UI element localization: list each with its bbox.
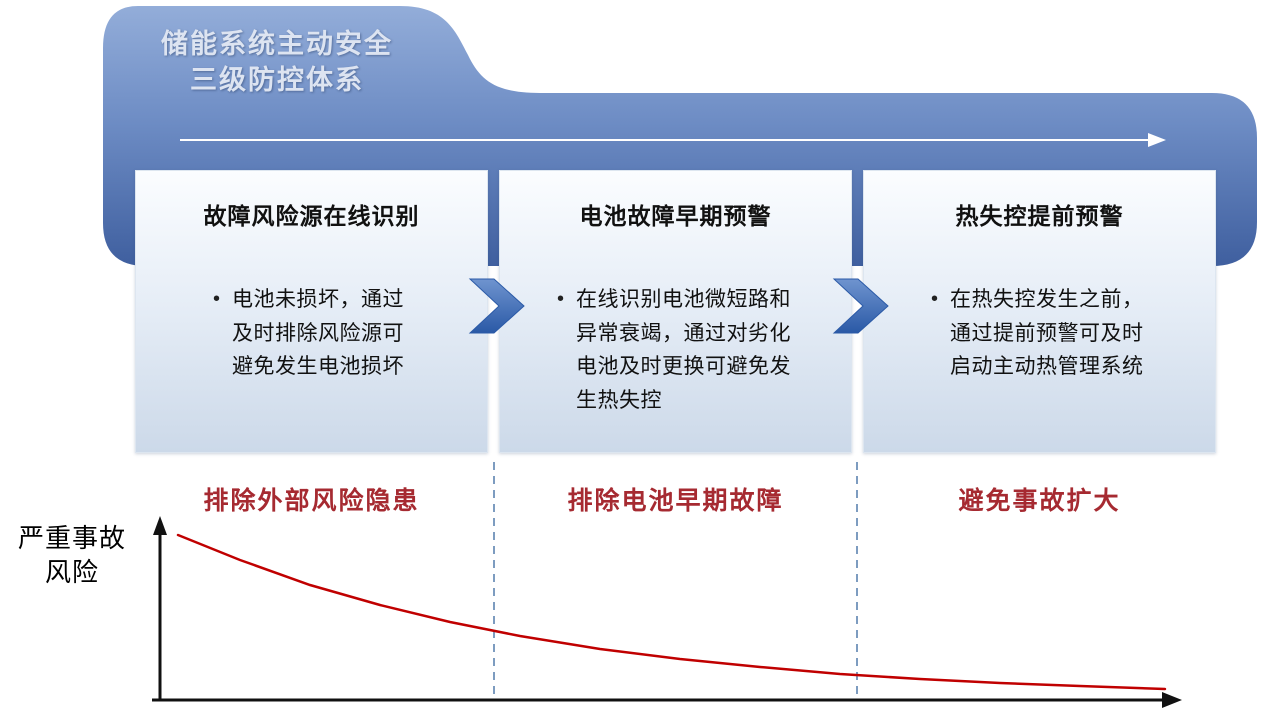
stage-outcome-label: 排除电池早期故障 bbox=[567, 487, 784, 515]
stage-card-3: 热失控提前预警 • 在热失控发生之前，通过提前预警可及时启动主动热管理系统 bbox=[863, 170, 1216, 453]
stage-header: 电池故障早期预警 bbox=[579, 203, 772, 229]
y-axis-label-line1: 严重事故 bbox=[17, 523, 126, 553]
y-axis-label-line2: 风险 bbox=[44, 556, 99, 587]
bullet-dot-icon: • bbox=[556, 288, 564, 310]
x-axis-arrow-icon bbox=[1162, 692, 1182, 708]
stage-outcome-label: 避免事故扩大 bbox=[958, 487, 1121, 515]
stage-card-2: 电池故障早期预警 • 在线识别电池微短路和异常衰竭，通过对劣化电池及时更换可避免… bbox=[499, 170, 852, 453]
stage-bullet-text: 在线识别电池微短路和异常衰竭，通过对劣化电池及时更换可避免发生热失控 bbox=[576, 288, 791, 412]
banner-title-line2: 三级防控体系 bbox=[190, 65, 364, 96]
stage-bullet-item: • 电池未损坏，通过及时排除风险源可避免发生电池损坏 bbox=[136, 283, 487, 384]
flow-arrow-head-icon bbox=[1148, 133, 1166, 147]
stage-header: 热失控提前预警 bbox=[955, 203, 1124, 229]
stage-bullet-text: 电池未损坏，通过及时排除风险源可避免发生电池损坏 bbox=[232, 288, 404, 379]
stage-outcome-label: 排除外部风险隐患 bbox=[203, 487, 420, 515]
chevron-right-icon bbox=[832, 278, 889, 334]
stage-header: 故障风险源在线识别 bbox=[203, 203, 420, 229]
bullet-dot-icon: • bbox=[930, 288, 938, 310]
stage-bullet-text: 在热失控发生之前，通过提前预警可及时启动主动热管理系统 bbox=[950, 288, 1144, 379]
banner-title: 储能系统主动安全 三级防控体系 bbox=[112, 26, 442, 99]
stage-bullet-item: • 在线识别电池微短路和异常衰竭，通过对劣化电池及时更换可避免发生热失控 bbox=[500, 283, 851, 417]
stage-bullet-item: • 在热失控发生之前，通过提前预警可及时启动主动热管理系统 bbox=[864, 283, 1215, 384]
stage-card-1: 故障风险源在线识别 • 电池未损坏，通过及时排除风险源可避免发生电池损坏 bbox=[135, 170, 488, 453]
chevron-right-icon bbox=[468, 278, 525, 334]
y-axis-arrow-icon bbox=[153, 516, 167, 535]
banner-title-line1: 储能系统主动安全 bbox=[161, 29, 393, 59]
bullet-dot-icon: • bbox=[212, 288, 220, 310]
y-axis-label: 严重事故 风险 bbox=[8, 522, 136, 590]
risk-curve bbox=[176, 533, 1167, 691]
